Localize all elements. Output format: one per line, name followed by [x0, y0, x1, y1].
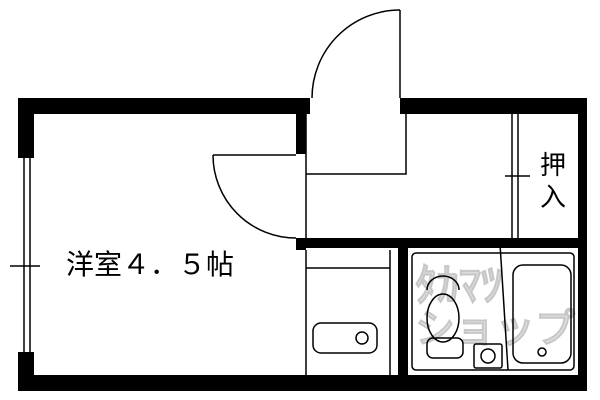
left-window [10, 158, 40, 352]
closet [505, 114, 530, 238]
wall-left-lower [18, 352, 34, 391]
wall-left-upper [18, 98, 34, 158]
sink-basin [312, 322, 378, 354]
closet-label-line2: 入 [540, 183, 566, 213]
toilet-seat-top [426, 275, 460, 291]
wash-basin-drain [480, 348, 496, 364]
wall-top-right [400, 98, 587, 114]
bathtub [512, 264, 572, 364]
bath-room-outline [411, 252, 575, 371]
wall-partition-room-lower [296, 238, 306, 250]
watermark-line2: ショップ [415, 306, 575, 352]
wall-top-left [18, 98, 310, 114]
room-door [212, 154, 297, 239]
closet-label-line1: 押 [540, 151, 566, 181]
wash-basin [473, 343, 503, 369]
wall-right [578, 98, 587, 248]
kitchen-sink [305, 250, 391, 375]
wall-right-lower [578, 238, 587, 391]
wall-partition-room [296, 114, 306, 154]
entry-area [305, 114, 407, 238]
toilet-tank [426, 337, 464, 359]
western-room-label: 洋室４．５帖 [66, 248, 234, 281]
wall-partition-entry-bottom [296, 238, 587, 248]
toilet-bowl [426, 293, 460, 343]
exterior-walls [18, 98, 587, 391]
wall-bottom [18, 375, 587, 391]
bathtub-drain [537, 347, 547, 357]
unit-bath [411, 243, 575, 371]
sink-drain [355, 331, 369, 345]
entrance-door [311, 9, 401, 99]
wall-partition-bath-left [398, 238, 408, 391]
